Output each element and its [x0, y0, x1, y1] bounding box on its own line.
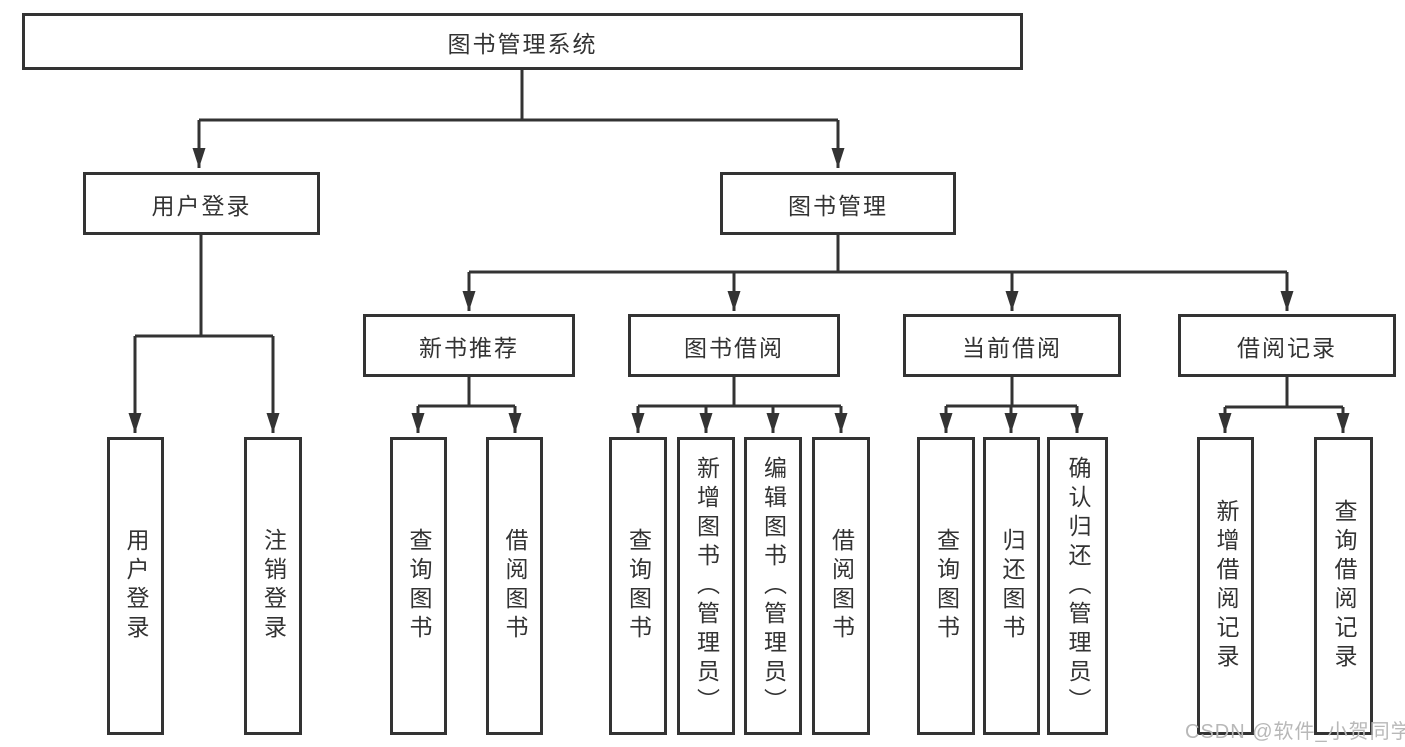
leaf-borrow-query-books: 查询图书 — [609, 437, 667, 735]
leaf-borrow-query-books-label: 查询图书 — [625, 528, 652, 644]
leaf-current-query-books-label: 查询图书 — [933, 528, 960, 644]
leaf-current-query-books: 查询图书 — [917, 437, 975, 735]
leaf-user-login-label: 用户登录 — [123, 528, 149, 644]
node-root-system: 图书管理系统 — [22, 13, 1023, 70]
leaf-add-book-admin-label: 新增图书（管理员） — [693, 455, 720, 717]
node-user-login-label: 用户登录 — [151, 192, 252, 219]
node-book-management-label: 图书管理 — [788, 192, 888, 219]
leaf-add-borrow-record: 新增借阅记录 — [1197, 437, 1254, 735]
leaf-query-borrow-record-label: 查询借阅记录 — [1331, 499, 1357, 673]
node-book-borrow-label: 图书借阅 — [684, 334, 784, 361]
node-borrow-records-label: 借阅记录 — [1237, 334, 1337, 361]
node-root-label: 图书管理系统 — [447, 30, 598, 57]
leaf-add-borrow-record-label: 新增借阅记录 — [1213, 499, 1239, 673]
leaf-recommend-borrow-books: 借阅图书 — [486, 437, 543, 735]
node-new-book-recommend-label: 新书推荐 — [419, 334, 519, 361]
node-book-management: 图书管理 — [720, 172, 956, 235]
leaf-return-book-label: 归还图书 — [999, 528, 1025, 644]
node-current-borrow: 当前借阅 — [903, 314, 1121, 377]
leaf-edit-book-admin: 编辑图书（管理员） — [744, 437, 802, 735]
leaf-logout: 注销登录 — [244, 437, 302, 735]
node-user-login: 用户登录 — [83, 172, 320, 235]
leaf-recommend-query-books: 查询图书 — [390, 437, 447, 735]
leaf-recommend-query-books-label: 查询图书 — [406, 528, 432, 644]
leaf-borrow-books-label: 借阅图书 — [828, 528, 855, 644]
leaf-confirm-return-admin-label: 确认归还（管理员） — [1065, 455, 1091, 717]
leaf-return-book: 归还图书 — [983, 437, 1040, 735]
leaf-add-book-admin: 新增图书（管理员） — [677, 437, 735, 735]
node-book-borrow: 图书借阅 — [628, 314, 840, 377]
leaf-edit-book-admin-label: 编辑图书（管理员） — [760, 455, 787, 717]
leaf-query-borrow-record: 查询借阅记录 — [1314, 437, 1373, 735]
leaf-confirm-return-admin: 确认归还（管理员） — [1047, 437, 1108, 735]
node-current-borrow-label: 当前借阅 — [962, 334, 1062, 361]
leaf-recommend-borrow-books-label: 借阅图书 — [502, 528, 528, 644]
leaf-user-login: 用户登录 — [107, 437, 164, 735]
csdn-watermark: CSDN @软件_小贺同学 — [1185, 721, 1405, 743]
node-new-book-recommend: 新书推荐 — [363, 314, 575, 377]
leaf-borrow-books: 借阅图书 — [812, 437, 870, 735]
node-borrow-records: 借阅记录 — [1178, 314, 1396, 377]
leaf-logout-label: 注销登录 — [260, 528, 287, 644]
